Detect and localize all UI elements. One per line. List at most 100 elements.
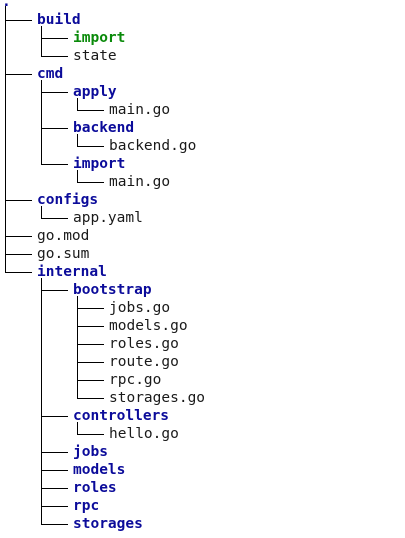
tree-horizontal-connector <box>41 416 68 417</box>
tree-root: . <box>0 0 35 20</box>
tree-vertical-connector <box>77 98 78 111</box>
tree-horizontal-connector <box>77 362 104 363</box>
tree-folder-row[interactable]: jobs <box>0 443 405 461</box>
tree-horizontal-connector <box>77 380 104 381</box>
tree-horizontal-connector <box>41 128 68 129</box>
tree-horizontal-connector <box>77 326 104 327</box>
file-name: route.go <box>109 354 179 370</box>
file-name: storages.go <box>109 390 206 406</box>
tree-horizontal-connector <box>41 470 68 471</box>
tree-file-row[interactable]: storages.go <box>0 389 405 407</box>
tree-file-row[interactable]: app.yaml <box>0 209 405 227</box>
tree-folder-row[interactable]: apply <box>0 83 405 101</box>
tree-file-row[interactable]: route.go <box>0 353 405 371</box>
folder-name: backend <box>73 120 135 136</box>
tree-horizontal-connector <box>41 56 68 57</box>
tree-file-row[interactable]: jobs.go <box>0 299 405 317</box>
tree-folder-row[interactable]: roles <box>0 479 405 497</box>
tree-horizontal-connector <box>41 164 68 165</box>
tree-folder-row[interactable]: bootstrap <box>0 281 405 299</box>
tree-horizontal-connector <box>41 488 68 489</box>
tree-horizontal-connector <box>77 182 104 183</box>
folder-name: cmd <box>37 66 64 82</box>
file-name: roles.go <box>109 336 179 352</box>
file-name: go.mod <box>37 228 90 244</box>
tree-horizontal-connector <box>41 290 68 291</box>
tree-horizontal-connector <box>5 74 32 75</box>
folder-name: storages <box>73 516 143 532</box>
tree-horizontal-connector <box>77 308 104 309</box>
tree-root-label: . <box>2 0 11 10</box>
folder-name: configs <box>37 192 99 208</box>
file-name: app.yaml <box>73 210 143 226</box>
file-name: hello.go <box>109 426 179 442</box>
tree-horizontal-connector <box>5 254 32 255</box>
tree-vertical-connector <box>77 170 78 183</box>
tree-folder-row[interactable]: rpc <box>0 497 405 515</box>
tree-vertical-connector <box>5 6 6 273</box>
executable-name: import <box>73 30 126 46</box>
folder-name: internal <box>37 264 107 280</box>
tree-horizontal-connector <box>5 272 32 273</box>
tree-horizontal-connector <box>41 92 68 93</box>
tree-folder-row[interactable]: configs <box>0 191 405 209</box>
tree-file-row[interactable]: hello.go <box>0 425 405 443</box>
tree-horizontal-connector <box>5 236 32 237</box>
tree-horizontal-connector <box>41 218 68 219</box>
folder-name: apply <box>73 84 117 100</box>
tree-folder-row[interactable]: import <box>0 155 405 173</box>
tree-vertical-connector <box>77 422 78 435</box>
tree-folder-row[interactable]: build <box>0 11 405 29</box>
tree-horizontal-connector <box>77 110 104 111</box>
tree-horizontal-connector <box>77 344 104 345</box>
tree-vertical-connector <box>77 134 78 147</box>
tree-file-row[interactable]: main.go <box>0 101 405 119</box>
tree-file-row[interactable]: rpc.go <box>0 371 405 389</box>
folder-name: models <box>73 462 126 478</box>
tree-folder-row[interactable]: backend <box>0 119 405 137</box>
tree-folder-row[interactable]: internal <box>0 263 405 281</box>
file-name: jobs.go <box>109 300 171 316</box>
tree-folder-row[interactable]: import <box>0 29 405 47</box>
folder-name: rpc <box>73 498 100 514</box>
tree-horizontal-connector <box>5 20 32 21</box>
tree-horizontal-connector <box>41 506 68 507</box>
file-name: backend.go <box>109 138 197 154</box>
tree-vertical-connector <box>41 278 42 525</box>
tree-vertical-connector <box>77 296 78 399</box>
tree-file-row[interactable]: backend.go <box>0 137 405 155</box>
tree-folder-row[interactable]: models <box>0 461 405 479</box>
folder-name: controllers <box>73 408 170 424</box>
folder-name: roles <box>73 480 117 496</box>
tree-folder-row[interactable]: storages <box>0 515 405 533</box>
tree-horizontal-connector <box>77 434 104 435</box>
folder-name: jobs <box>73 444 108 460</box>
tree-folder-row[interactable]: controllers <box>0 407 405 425</box>
file-name: models.go <box>109 318 188 334</box>
tree-file-row[interactable]: go.sum <box>0 245 405 263</box>
tree-file-row[interactable]: state <box>0 47 405 65</box>
tree-vertical-connector <box>41 80 42 165</box>
tree-file-row[interactable]: go.mod <box>0 227 405 245</box>
tree-horizontal-connector <box>5 200 32 201</box>
tree-horizontal-connector <box>41 38 68 39</box>
tree-folder-row[interactable]: cmd <box>0 65 405 83</box>
tree-file-row[interactable]: main.go <box>0 173 405 191</box>
file-name: main.go <box>109 174 171 190</box>
tree-horizontal-connector <box>77 146 104 147</box>
tree-horizontal-connector <box>77 398 104 399</box>
folder-name: build <box>37 12 81 28</box>
tree-file-row[interactable]: roles.go <box>0 335 405 353</box>
folder-name: bootstrap <box>73 282 152 298</box>
folder-name: import <box>73 156 126 172</box>
file-name: state <box>73 48 117 64</box>
tree-vertical-connector <box>41 26 42 57</box>
tree-horizontal-connector <box>41 452 68 453</box>
tree-file-row[interactable]: models.go <box>0 317 405 335</box>
file-name: main.go <box>109 102 171 118</box>
file-name: go.sum <box>37 246 90 262</box>
file-name: rpc.go <box>109 372 162 388</box>
tree-horizontal-connector <box>41 524 68 525</box>
tree-vertical-connector <box>41 206 42 219</box>
